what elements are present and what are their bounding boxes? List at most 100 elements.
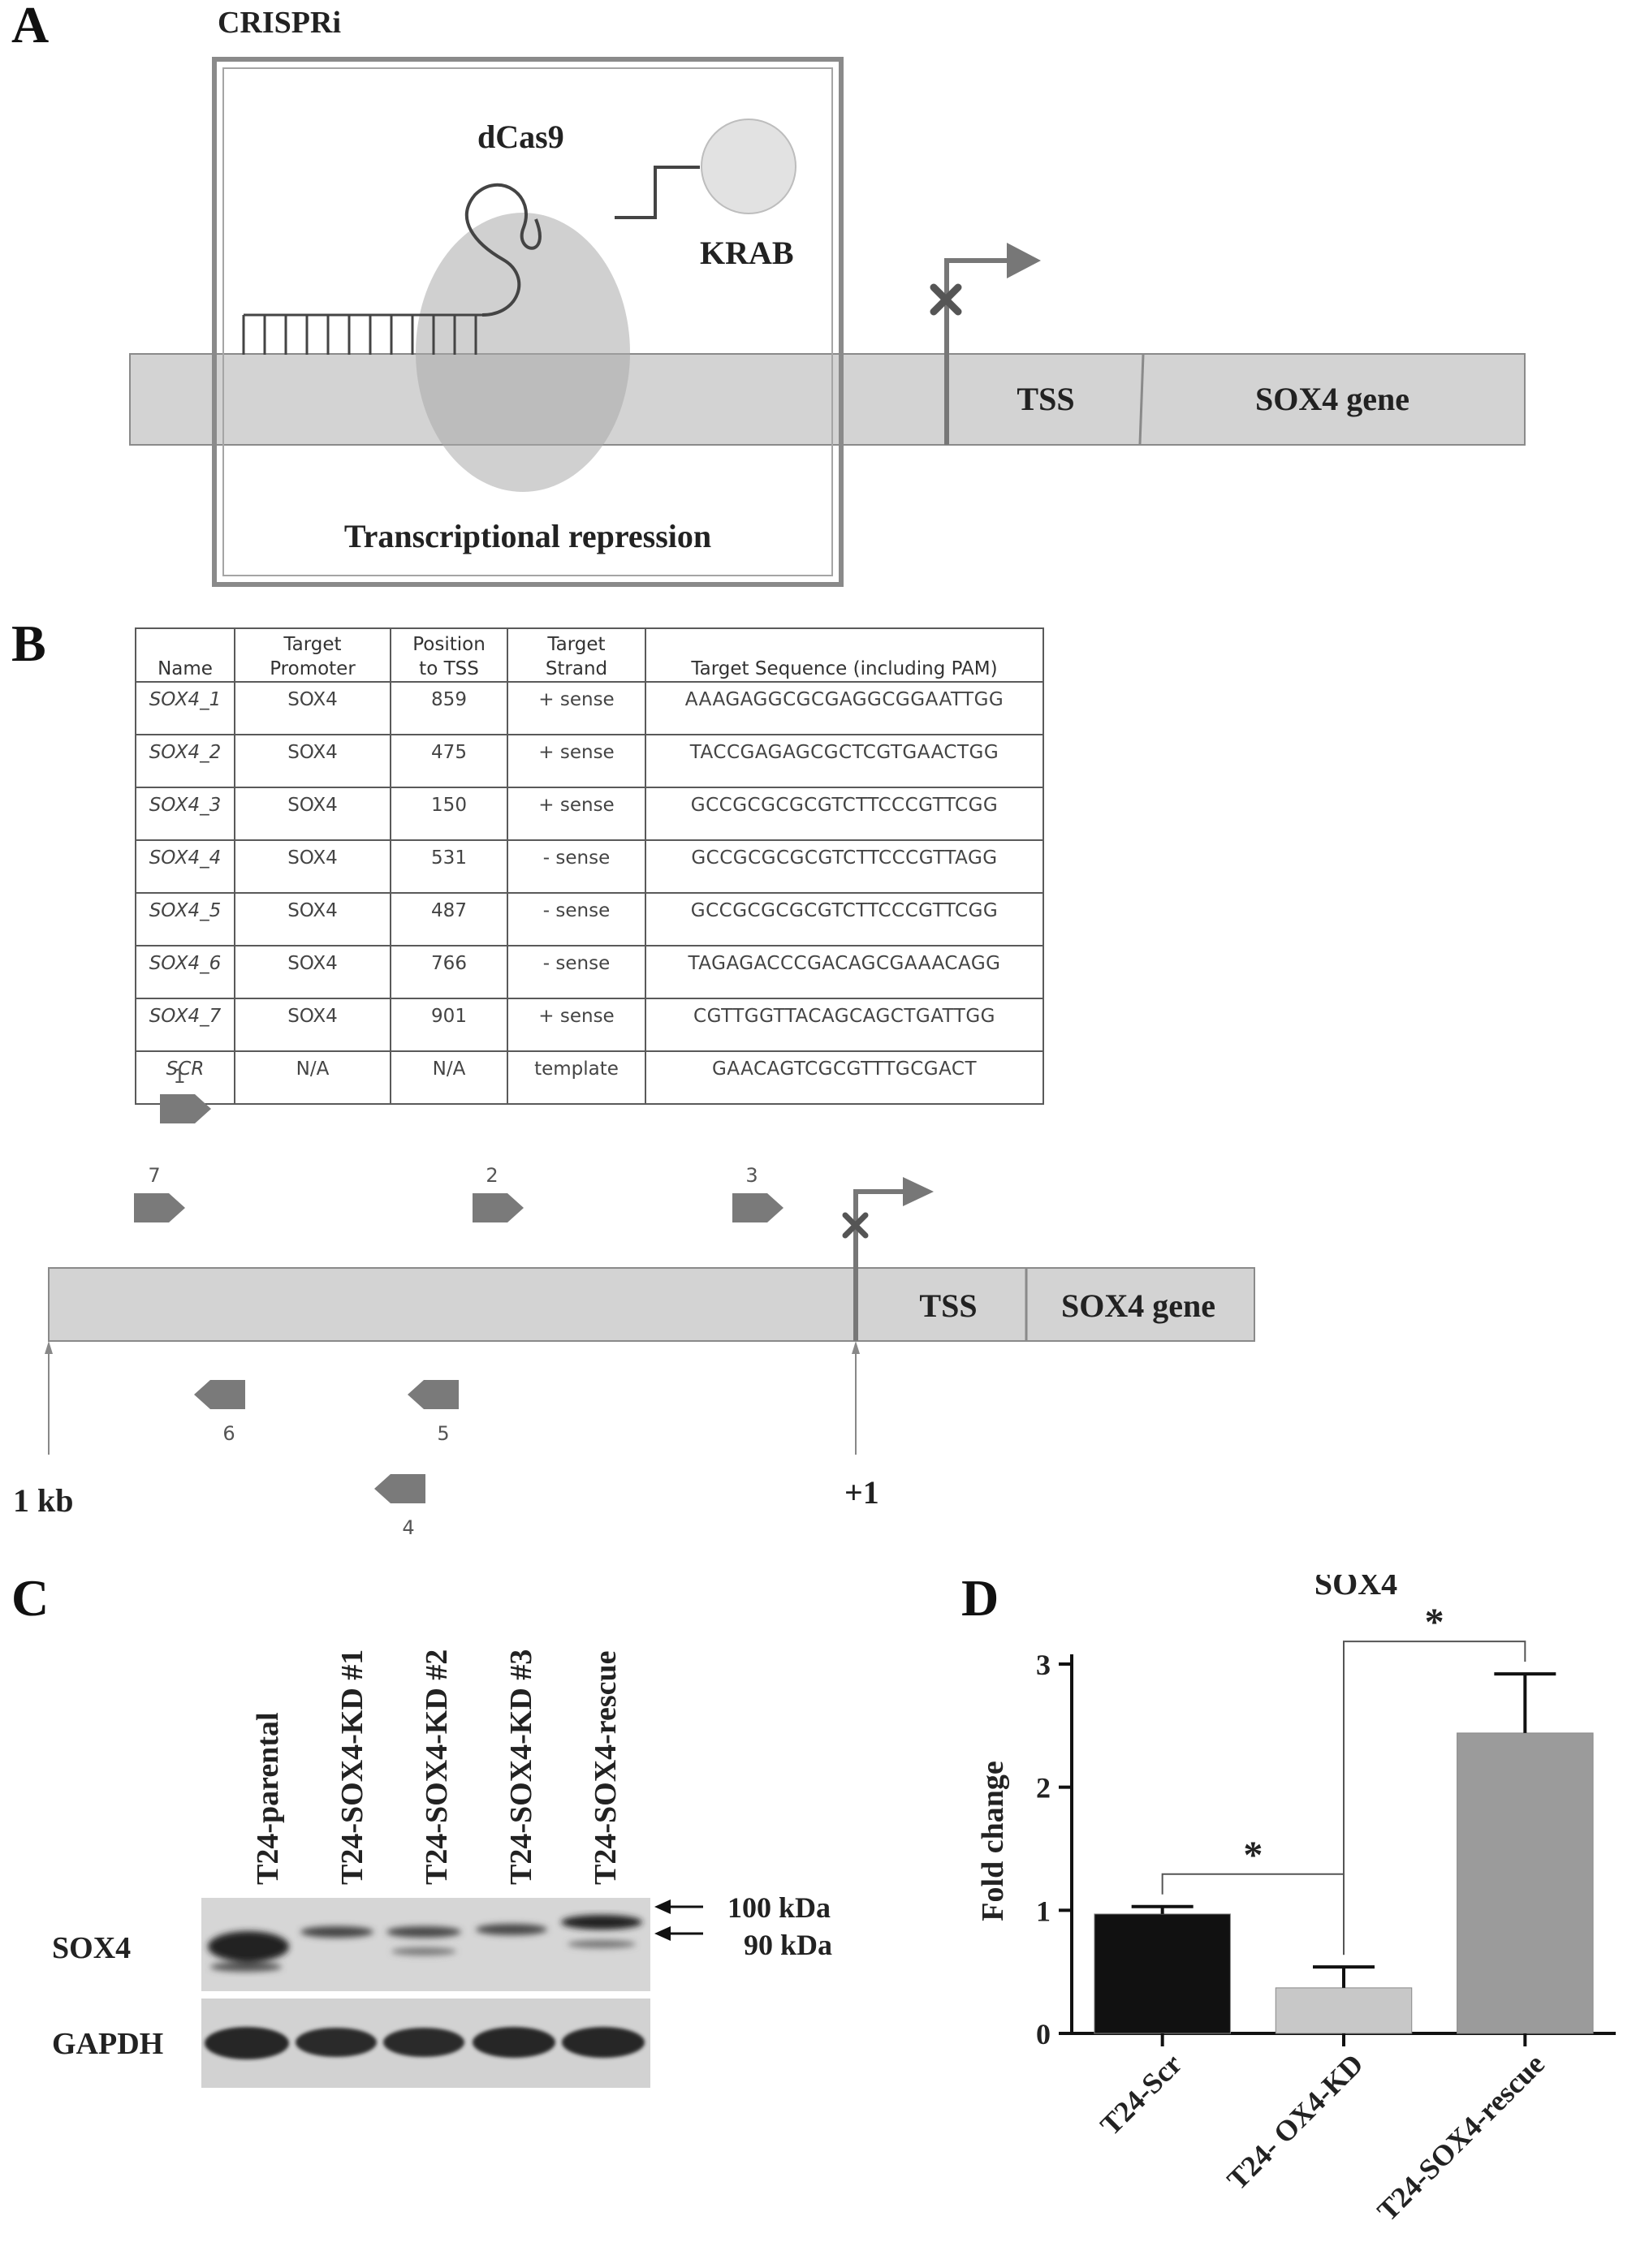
cell-position: 766 [390, 945, 508, 999]
block-x-icon [930, 283, 962, 316]
tss-arrow-line-b [853, 1189, 908, 1341]
label-1kb: 1 kb [13, 1482, 74, 1519]
panel-label-c: C [11, 1569, 50, 1627]
panel-label-d: D [961, 1569, 999, 1627]
tss-arrow-head-b-icon [903, 1177, 934, 1206]
table-row: SOX4_7 SOX4 901 + sense CGTTGGTTACAGCAGC… [135, 998, 1044, 1052]
guide-number-3: 3 [745, 1164, 758, 1187]
cell-position: 475 [390, 734, 508, 788]
cell-position: 487 [390, 892, 508, 946]
cell-strand: + sense [507, 681, 646, 735]
x-tick-label: T24-Scr [1094, 2047, 1188, 2141]
cell-strand: template [507, 1050, 646, 1105]
x-tick-label: T24- OX4-KD [1221, 2047, 1370, 2196]
cell-position: 901 [390, 998, 508, 1052]
sgrna-hairpin-icon [464, 183, 542, 317]
table-row: SOX4_1 SOX4 859 + sense AAAGAGGCGCGAGGCG… [135, 681, 1044, 735]
lane-label-5: T24-SOX4-rescue [589, 1651, 623, 1886]
significance-star: * [1243, 1834, 1263, 1877]
guide-arrow-3-icon [732, 1193, 783, 1222]
guide-arrow-4-icon [374, 1474, 425, 1503]
cell-position: 150 [390, 787, 508, 841]
krab-linker [615, 166, 700, 219]
guide-number-2: 2 [486, 1164, 498, 1187]
tss-arrow-line [944, 258, 1012, 445]
guide-number-1: 1 [173, 1065, 185, 1088]
guide-arrow-1-icon [160, 1094, 211, 1123]
sox4-gene-label-b: SOX4 gene [1061, 1287, 1215, 1324]
chart-title: SOX4 [1314, 1575, 1397, 1602]
cell-strand: + sense [507, 734, 646, 788]
guide-arrow-6-icon [194, 1380, 245, 1409]
cell-sequence: TACCGAGAGCGCTCGTGAACTGG [645, 734, 1044, 788]
marker-90-arrow-icon [654, 1926, 671, 1941]
dcas9-ellipse [416, 213, 630, 492]
cell-name: SOX4_5 [135, 892, 235, 946]
promoter-bar [129, 353, 1526, 446]
significance-bracket [1343, 1641, 1526, 1955]
y-tick-label: 3 [1036, 1649, 1051, 1681]
guide-number-7: 7 [148, 1164, 160, 1187]
header-sequence: Target Sequence (including PAM) [645, 627, 1044, 683]
x-tick-label: T24-SOX4-rescue [1371, 2047, 1551, 2227]
panel-b-diagram: 1 7 2 3 6 5 4 TSS SOX4 gene 1 kb +1 [13, 1065, 1255, 1539]
y-tick-label: 1 [1036, 1895, 1051, 1927]
panel-a-diagram: CRISPRi dCas9 KRAB TSS SOX4 gene Transcr… [129, 6, 1526, 587]
cell-promoter: SOX4 [234, 787, 391, 841]
lane-label-3: T24-SOX4-KD #2 [420, 1649, 454, 1885]
cell-name: SOX4_2 [135, 734, 235, 788]
header-name: Name [135, 627, 235, 683]
table-row: SOX4_6 SOX4 766 - sense TAGAGACCCGACAGCG… [135, 945, 1044, 999]
tss-label-b: TSS [919, 1287, 977, 1324]
cell-sequence: AAAGAGGCGCGAGGCGGAATTGG [645, 681, 1044, 735]
cell-position: 859 [390, 681, 508, 735]
sox4-bands [208, 1915, 642, 1972]
cell-strand: - sense [507, 892, 646, 946]
cell-sequence: GCCGCGCGCGTCTTCCCGTTCGG [645, 892, 1044, 946]
panel-label-b: B [11, 614, 46, 672]
guide-rna-ladder [242, 313, 482, 355]
cell-promoter: SOX4 [234, 839, 391, 894]
cell-sequence: TAGAGACCCGACAGCGAAACAGG [645, 945, 1044, 999]
y-tick-label: 2 [1036, 1772, 1051, 1804]
cell-strand: - sense [507, 945, 646, 999]
cell-strand: + sense [507, 998, 646, 1052]
guide-number-5: 5 [437, 1422, 449, 1445]
tss-divider [1138, 354, 1145, 445]
bar [1094, 1913, 1231, 2034]
cell-name: SOX4_3 [135, 787, 235, 841]
lane-label-2: T24-SOX4-KD #1 [335, 1649, 369, 1885]
cell-name: SOX4_4 [135, 839, 235, 894]
repression-label: Transcriptional repression [344, 518, 711, 554]
bar [1457, 1732, 1594, 2034]
dcas9-label: dCas9 [477, 119, 564, 155]
cell-name: SOX4_1 [135, 681, 235, 735]
label-plus1: +1 [844, 1474, 879, 1511]
panel-label-a: A [11, 0, 50, 54]
cell-promoter: SOX4 [234, 998, 391, 1052]
crispri-title: CRISPRi [218, 6, 341, 40]
tss-label-a: TSS [1017, 381, 1074, 417]
cell-strand: + sense [507, 787, 646, 841]
gapdh-bands [205, 2027, 645, 2059]
marker-100-arrow-icon [654, 1899, 671, 1914]
y-axis-label: Fold change [976, 1761, 1010, 1921]
table-row: SOX4_4 SOX4 531 - sense GCCGCGCGCGTCTTCC… [135, 839, 1044, 894]
sox4-gene-label-a: SOX4 gene [1255, 381, 1409, 417]
cell-promoter: SOX4 [234, 892, 391, 946]
row-label-gapdh: GAPDH [52, 2027, 163, 2061]
table-row: SCR N/A N/A template GAACAGTCGCGTTTGCGAC… [135, 1050, 1044, 1105]
cell-name: SOX4_7 [135, 998, 235, 1052]
lane-label-1: T24-parental [251, 1712, 285, 1885]
significance-star: * [1425, 1601, 1444, 1644]
cell-promoter: N/A [234, 1050, 391, 1105]
cell-name: SOX4_6 [135, 945, 235, 999]
tss-arrow-head-icon [1007, 243, 1041, 278]
cell-promoter: SOX4 [234, 945, 391, 999]
